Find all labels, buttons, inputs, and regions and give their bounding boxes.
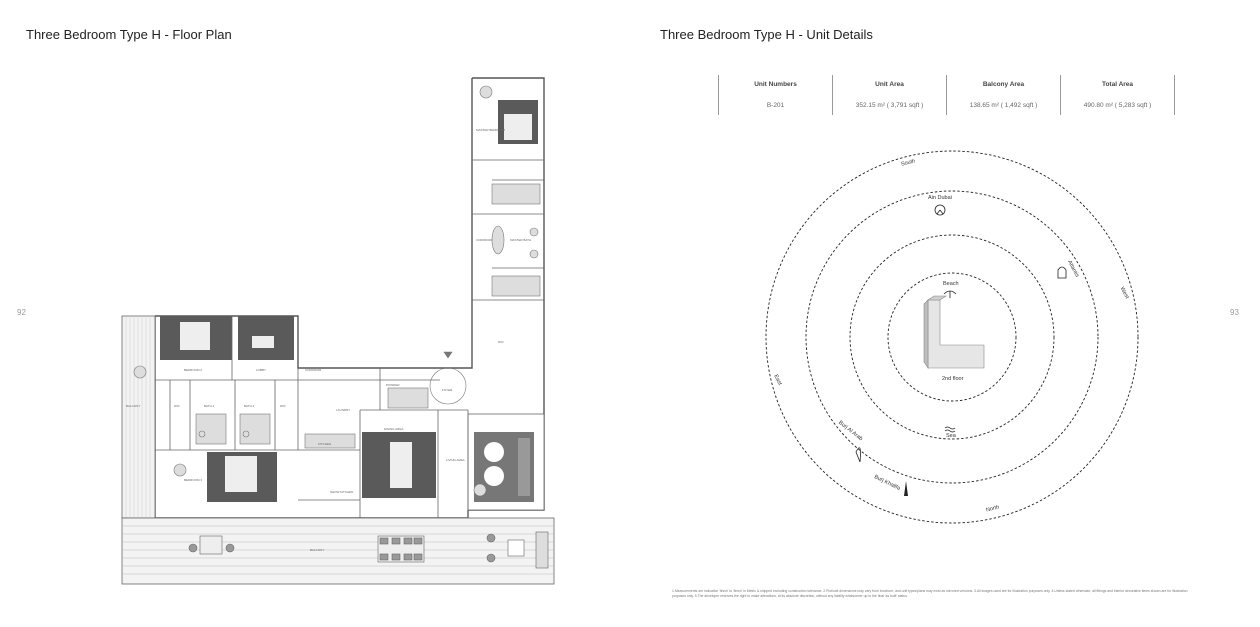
label-dining: DINING AREA	[384, 427, 404, 431]
label-bath2: BATH 2	[204, 404, 215, 408]
label-wic1: W/C	[174, 404, 180, 408]
atlantis-icon	[1057, 266, 1067, 279]
unit-details-title: Three Bedroom Type H - Unit Details	[660, 27, 873, 42]
col-balcony-area: Balcony Area 138.65 m² ( 1,492 sqft )	[946, 75, 1060, 115]
label-bedroom3: BEDROOM 3	[184, 478, 203, 482]
label-show-kitchen: SHOW KITCHEN	[330, 490, 354, 494]
floor-plan-title: Three Bedroom Type H - Floor Plan	[26, 27, 232, 42]
col-total-area: Total Area 490.80 m² ( 5,283 sqft )	[1060, 75, 1175, 115]
orientation-ring-inner	[887, 272, 1017, 402]
label-corridor: CORRIDOR	[305, 368, 322, 372]
orientation-ring-2	[849, 234, 1055, 440]
label-bath3: BATH 3	[244, 404, 255, 408]
burj-khalifa-icon	[904, 481, 908, 496]
value-balcony-area: 138.65 m² ( 1,492 sqft )	[969, 102, 1038, 109]
value-total-area: 490.80 m² ( 5,283 sqft )	[1083, 102, 1152, 109]
orientation-ring-outer	[765, 150, 1139, 524]
unit-details-table: Unit Numbers B-201 Unit Area 352.15 m² (…	[718, 75, 1175, 115]
label-lobby: LOBBY	[256, 368, 267, 372]
building-footprint	[923, 295, 985, 369]
label-wic2: W/C	[280, 404, 286, 408]
label-master-bath: MASTER BATH	[510, 238, 532, 242]
disclaimer-footnote: 1.Measurements are indicative 'finish' t…	[672, 589, 1188, 598]
burj-al-arab-icon	[855, 447, 861, 463]
header-total-area: Total Area	[1101, 81, 1134, 88]
label-ain-dubai: Ain Dubai	[928, 195, 952, 201]
label-wic-right: W/C	[498, 340, 504, 344]
page-number-right: 93	[1230, 308, 1239, 317]
label-living: LIVING AREA	[446, 458, 465, 462]
col-unit-numbers: Unit Numbers B-201	[718, 75, 832, 115]
label-balcony-left: BALCONY	[126, 404, 141, 408]
sea-icon	[944, 426, 956, 433]
label-powder: POWDER	[386, 383, 400, 387]
value-unit-numbers: B-201	[766, 102, 785, 109]
header-unit-area: Unit Area	[875, 81, 904, 88]
label-master-bedroom: MASTER BEDROOM	[476, 128, 505, 132]
label-balcony-bottom: BALCONY	[310, 548, 325, 552]
col-unit-area: Unit Area 352.15 m² ( 3,791 sqft )	[832, 75, 946, 115]
label-kitchen: KITCHEN	[318, 442, 332, 446]
label-beach: Beach	[943, 281, 959, 287]
label-laundry: LAUNDRY	[336, 408, 351, 412]
label-sea: Sea	[946, 433, 956, 439]
orientation-ring-3	[805, 190, 1099, 484]
label-floor: 2nd floor	[942, 376, 964, 382]
header-unit-numbers: Unit Numbers	[754, 81, 797, 88]
ain-dubai-icon	[934, 204, 946, 216]
label-foyer: FOYER	[442, 388, 453, 392]
value-unit-area: 352.15 m² ( 3,791 sqft )	[855, 102, 924, 109]
label-bedroom2: BEDROOM 2	[184, 368, 203, 372]
header-balcony-area: Balcony Area	[982, 81, 1025, 88]
page-number-left: 92	[17, 308, 26, 317]
beach-icon	[943, 290, 957, 298]
label-corridor-right: CORRIDOR	[476, 238, 493, 242]
